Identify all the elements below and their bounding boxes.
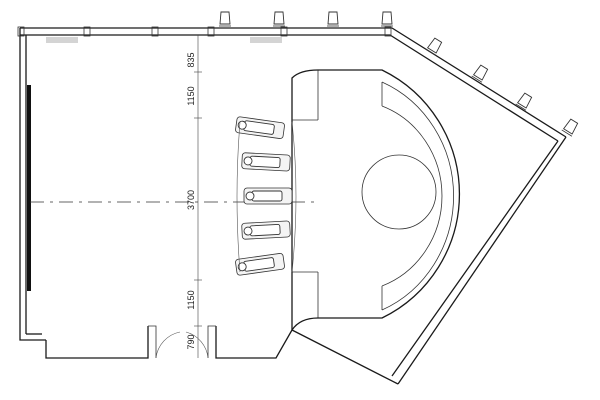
ceiling-light-icon bbox=[273, 11, 285, 27]
ceiling-light-icon bbox=[327, 11, 339, 27]
dim-top-gap: 835 bbox=[186, 52, 196, 67]
ceiling-light-icon bbox=[381, 11, 393, 27]
ceiling-light-icon bbox=[471, 64, 489, 83]
recliner-seat-icon bbox=[235, 116, 285, 139]
outer-walls bbox=[17, 26, 567, 385]
seating-row bbox=[235, 116, 297, 276]
dim-screen-to-seat: 3700 bbox=[186, 190, 196, 210]
dim-door-offset: 790 bbox=[186, 334, 196, 349]
ceiling-light-icon bbox=[219, 11, 231, 27]
projection-screen-icon bbox=[27, 85, 31, 291]
ceiling-light-icon bbox=[561, 118, 579, 137]
recliner-seat-icon bbox=[235, 253, 285, 276]
ceiling-light-icon bbox=[515, 92, 533, 111]
recliner-seat-icon bbox=[243, 187, 293, 205]
recliner-seat-icon bbox=[241, 220, 291, 240]
center-circle bbox=[361, 154, 437, 230]
dim-upper-zone: 1150 bbox=[186, 86, 196, 105]
door-swing-icon bbox=[148, 325, 216, 359]
recliner-seat-icon bbox=[241, 152, 291, 172]
ceiling-lights bbox=[219, 11, 579, 137]
vent-grilles bbox=[46, 37, 282, 43]
ceiling-light-icon bbox=[425, 37, 443, 56]
dim-lower-zone: 1150 bbox=[186, 290, 196, 309]
stage-platform bbox=[291, 69, 461, 331]
vertical-dimension: 835 1150 3700 1150 790 bbox=[186, 35, 202, 358]
